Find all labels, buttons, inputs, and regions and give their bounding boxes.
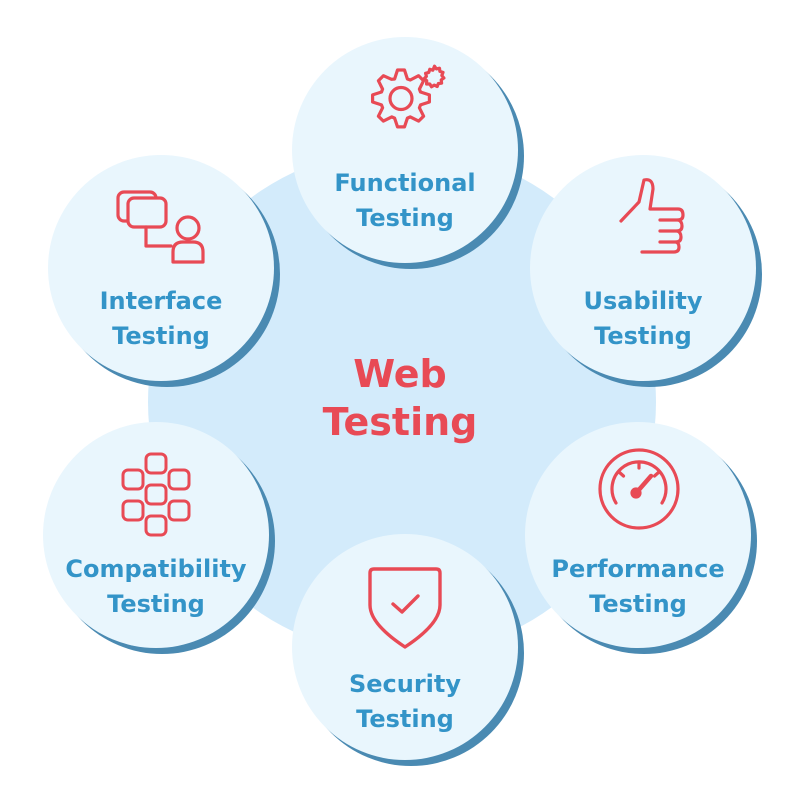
node-security-testing: Security Testing: [292, 534, 518, 760]
node-performance-testing: Performance Testing: [525, 422, 751, 648]
hub-title-line-1: Web: [353, 352, 447, 396]
node-interface-label-line-2: Testing: [112, 322, 210, 350]
node-functional-label: Functional Testing: [292, 166, 518, 236]
node-functional-label-line-1: Functional: [334, 169, 476, 197]
node-security-label-line-2: Testing: [356, 705, 454, 733]
hub-title-line-2: Testing: [322, 400, 478, 444]
node-security-label: Security Testing: [292, 667, 518, 737]
node-interface-label: Interface Testing: [48, 284, 274, 354]
node-usability-label-line-1: Usability: [583, 287, 703, 315]
node-performance-label-line-1: Performance: [551, 555, 725, 583]
grid-blocks-icon: [111, 447, 201, 537]
node-functional-testing: Functional Testing: [292, 37, 518, 263]
node-performance-label: Performance Testing: [525, 552, 751, 622]
node-security-label-line-1: Security: [348, 670, 462, 698]
screens-user-icon: [116, 182, 206, 272]
node-usability-label-line-2: Testing: [594, 322, 692, 350]
speedometer-icon: [593, 444, 683, 534]
node-functional-label-line-2: Testing: [356, 204, 454, 232]
shield-check-icon: [360, 559, 450, 649]
node-compatibility-label: Compatibility Testing: [43, 552, 269, 622]
node-compatibility-label-line-2: Testing: [107, 590, 205, 618]
thumbs-up-icon: [598, 177, 688, 267]
node-compatibility-testing: Compatibility Testing: [43, 422, 269, 648]
gears-icon: [360, 57, 450, 147]
node-interface-testing: Interface Testing: [48, 155, 274, 381]
node-interface-label-line-1: Interface: [99, 287, 223, 315]
node-usability-label: Usability Testing: [530, 284, 756, 354]
node-performance-label-line-2: Testing: [589, 590, 687, 618]
hub-title: Web Testing: [250, 350, 550, 446]
node-usability-testing: Usability Testing: [530, 155, 756, 381]
node-compatibility-label-line-1: Compatibility: [65, 555, 247, 583]
